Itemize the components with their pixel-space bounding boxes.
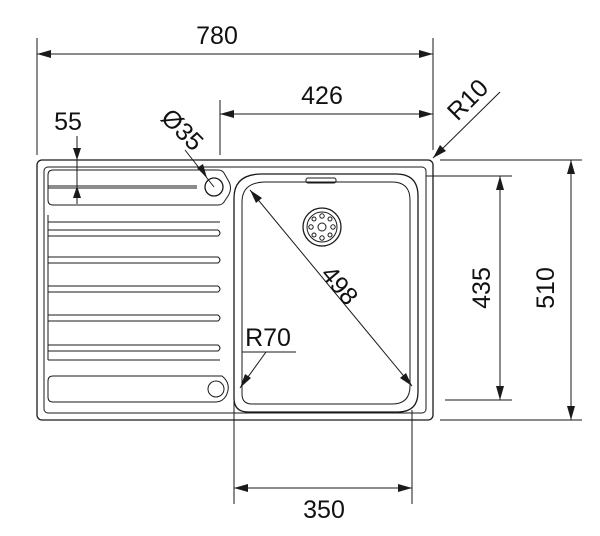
dim-bowl-offset-label: 426 bbox=[301, 82, 343, 110]
dim-overall-depth: 510 bbox=[440, 159, 582, 421]
dim-bowl-radius: R70 bbox=[239, 324, 296, 389]
bowl-inner bbox=[241, 181, 411, 405]
drain-strainer bbox=[302, 207, 342, 247]
sink-bowl bbox=[233, 173, 419, 413]
dim-overall-width: 780 bbox=[36, 22, 434, 155]
sink-outer-rim bbox=[36, 159, 434, 421]
drainer-lower-corner bbox=[47, 375, 229, 403]
sink-inner-rim bbox=[43, 166, 427, 414]
dim-bowl-depth: 435 bbox=[426, 175, 512, 401]
dim-overall-width-label: 780 bbox=[196, 22, 238, 50]
dim-bowl-depth-label: 435 bbox=[468, 267, 496, 309]
dim-bowl-offset: 426 bbox=[219, 82, 433, 155]
drainer-grooves bbox=[48, 229, 221, 352]
overflow-hole bbox=[207, 380, 225, 398]
dim-bowl-diagonal: 498 bbox=[249, 189, 413, 387]
dim-outer-radius: R10 bbox=[432, 74, 501, 159]
dim-overall-depth-label: 510 bbox=[532, 267, 560, 309]
bowl-overflow-slot bbox=[305, 177, 337, 184]
dim-tap-hole-label: Ø35 bbox=[155, 103, 208, 156]
drainer-board bbox=[47, 169, 231, 403]
tap-deck bbox=[47, 169, 231, 206]
dim-bowl-diagonal-label: 498 bbox=[315, 261, 363, 311]
tap-hole bbox=[204, 177, 224, 197]
dim-outer-radius-label: R10 bbox=[442, 74, 494, 126]
dim-drainer-offset-label: 55 bbox=[54, 108, 82, 136]
dim-bowl-width: 350 bbox=[233, 400, 413, 524]
dim-bowl-width-label: 350 bbox=[303, 496, 345, 524]
sink-body bbox=[36, 159, 434, 421]
dim-drainer-offset: 55 bbox=[54, 108, 82, 204]
dim-bowl-radius-label: R70 bbox=[245, 324, 291, 352]
bowl-outer bbox=[233, 173, 419, 413]
dim-tap-hole: Ø35 bbox=[155, 103, 215, 188]
